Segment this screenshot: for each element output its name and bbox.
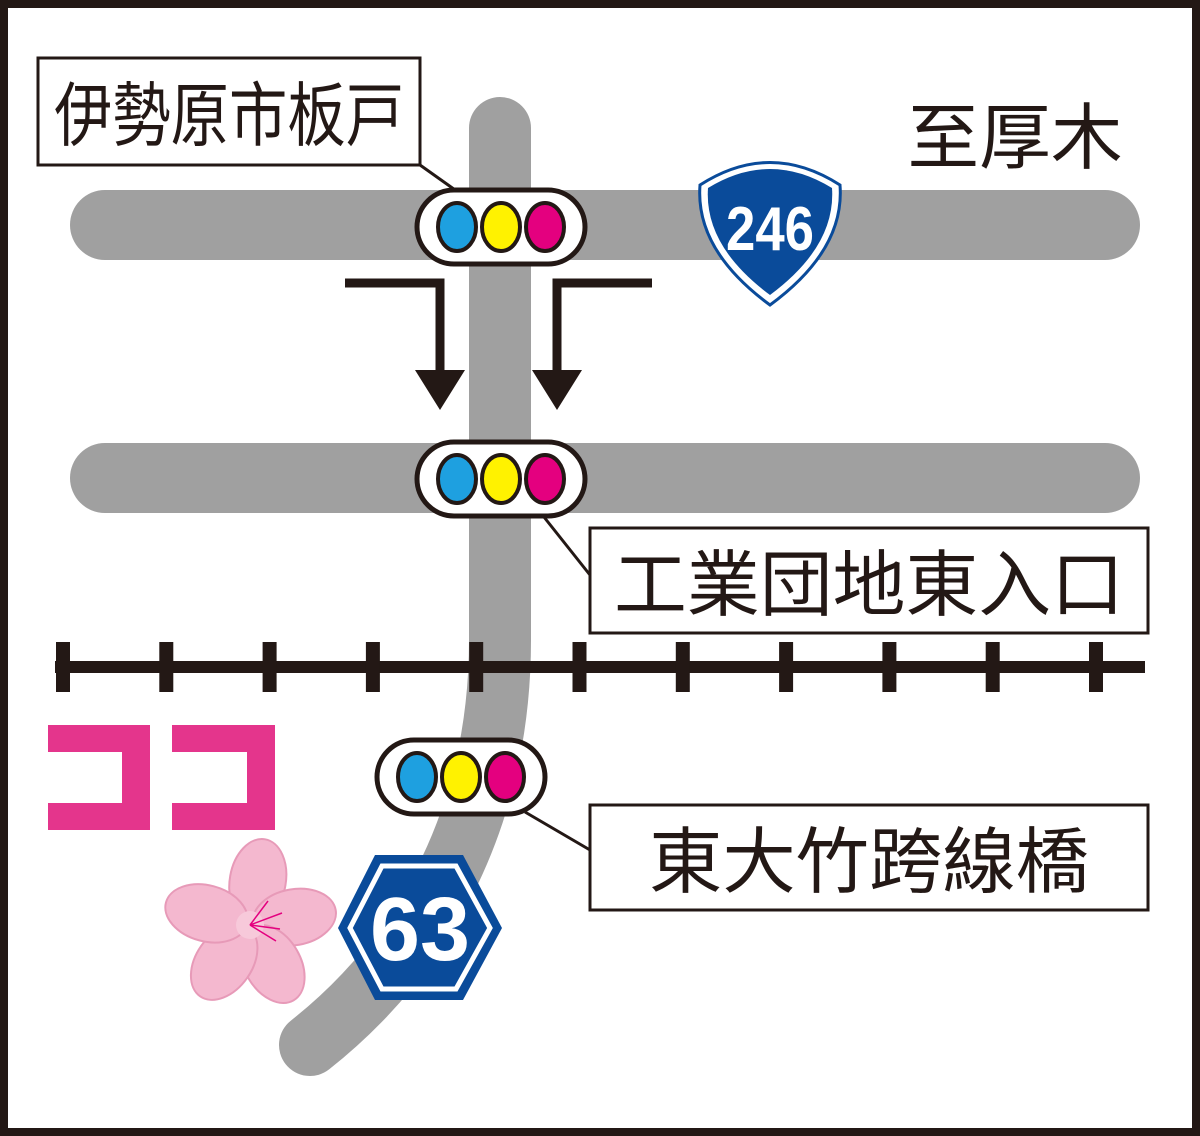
direction-label: 至厚木 (908, 96, 1123, 180)
direction-arrow-icon (345, 278, 652, 410)
here-marker: ココ (48, 725, 275, 830)
origin-label-box (36, 56, 422, 167)
intersection-2-box (588, 803, 1150, 912)
leader-lines (419, 163, 592, 852)
intersection-1-box (588, 526, 1150, 635)
traffic-signal-icon (374, 737, 548, 817)
route-246-shield: 246 (698, 161, 842, 307)
railway-icon (55, 642, 1145, 692)
route-63-number: 63 (370, 880, 470, 980)
intersection-1-label: 工業団地東入口 (614, 543, 1124, 627)
traffic-signal-icon (414, 439, 588, 519)
route-246-number: 246 (726, 195, 814, 264)
route-63-shield: 63 (338, 855, 502, 1000)
azalea-flower-icon (164, 838, 337, 1004)
intersection-2-label: 東大竹跨線橋 (649, 820, 1089, 904)
traffic-signal-icon (414, 187, 588, 267)
origin-place-label: 伊勢原市板戸 (54, 75, 404, 157)
